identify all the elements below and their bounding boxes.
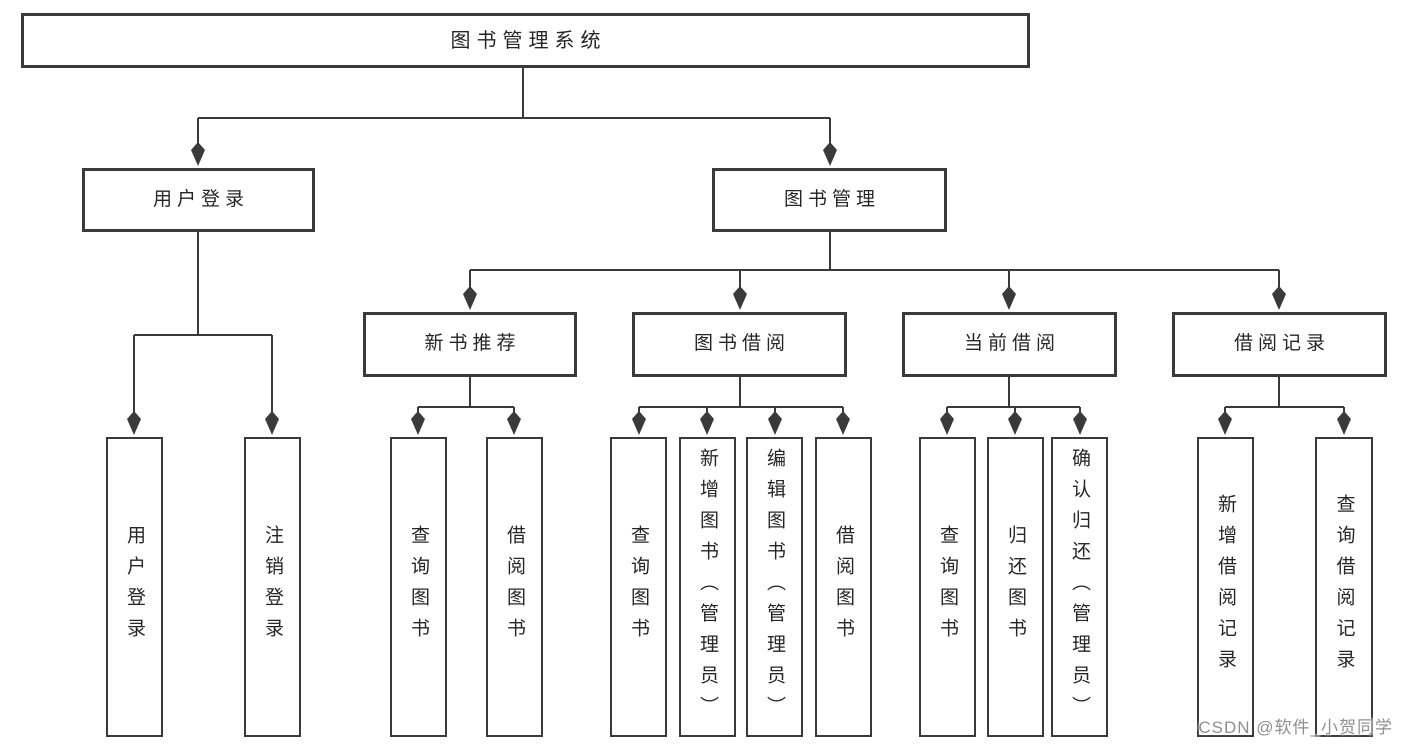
- node-label: 新增借阅记录: [1215, 494, 1236, 680]
- watermark: CSDN @软件_小贺同学: [1198, 718, 1393, 737]
- arrowhead-icon: [1002, 286, 1016, 310]
- node-label: 查询图书: [628, 525, 649, 649]
- connector-root-to-level2: [197, 68, 831, 148]
- arrowhead-icon: [1073, 411, 1087, 435]
- leaf-add-books-admin: 新增图书（管理员）: [679, 437, 736, 737]
- leaf-confirm-return-admin: 确认归还（管理员）: [1051, 437, 1108, 737]
- connector-newbook-to-leaves: [417, 377, 515, 417]
- node-user-login: 用户登录: [82, 168, 315, 232]
- leaf-return-books: 归还图书: [987, 437, 1044, 737]
- leaf-edit-books-admin: 编辑图书（管理员）: [746, 437, 803, 737]
- node-label: 当前借阅: [963, 333, 1060, 355]
- node-label: 用户登录: [152, 188, 249, 210]
- node-label: 图书管理: [783, 188, 880, 210]
- leaf-query-books-recommend: 查询图书: [390, 437, 447, 737]
- node-label: 借阅图书: [833, 525, 854, 649]
- connector-userlogin-to-leaves: [133, 232, 273, 417]
- node-label: 归还图书: [1005, 525, 1026, 649]
- leaf-borrow-books-borrowing: 借阅图书: [815, 437, 872, 737]
- node-label: 新书推荐: [424, 333, 521, 355]
- arrowheads: [127, 142, 1351, 435]
- arrowhead-icon: [700, 411, 714, 435]
- connector-bookmgmt-to-level3: [469, 232, 1280, 292]
- node-label: 新增图书（管理员）: [697, 447, 718, 727]
- node-new-book-recommendation: 新书推荐: [363, 312, 577, 377]
- node-book-management: 图书管理: [712, 168, 947, 232]
- node-library-system: 图书管理系统: [21, 13, 1030, 68]
- leaf-user-login: 用户登录: [106, 437, 163, 737]
- node-label: 编辑图书（管理员）: [764, 447, 785, 727]
- node-book-borrowing: 图书借阅: [632, 312, 847, 377]
- arrowhead-icon: [127, 411, 141, 435]
- arrowhead-icon: [1272, 286, 1286, 310]
- node-borrowing-records: 借阅记录: [1172, 312, 1387, 377]
- node-label: 注销登录: [262, 525, 283, 649]
- arrowhead-icon: [632, 411, 646, 435]
- arrowhead-icon: [823, 142, 837, 166]
- node-label: 查询借阅记录: [1333, 494, 1355, 680]
- connector-borrowrecords-to-leaves: [1224, 377, 1345, 417]
- leaf-query-books-current: 查询图书: [919, 437, 976, 737]
- node-current-borrowing: 当前借阅: [902, 312, 1117, 377]
- node-label: 图书借阅: [693, 333, 790, 355]
- leaf-query-books-borrowing: 查询图书: [610, 437, 667, 737]
- arrowhead-icon: [191, 142, 205, 166]
- node-label: 借阅记录: [1233, 333, 1330, 355]
- arrowhead-icon: [1008, 411, 1022, 435]
- arrowhead-icon: [463, 286, 477, 310]
- node-label: 查询图书: [408, 525, 429, 649]
- leaf-add-borrow-record: 新增借阅记录: [1197, 437, 1254, 737]
- arrowhead-icon: [940, 411, 954, 435]
- arrowhead-icon: [768, 411, 782, 435]
- arrowhead-icon: [836, 411, 850, 435]
- leaf-query-borrow-record: 查询借阅记录: [1315, 437, 1373, 737]
- arrowhead-icon: [507, 411, 521, 435]
- node-label: 用户登录: [124, 525, 145, 649]
- arrowhead-icon: [1218, 411, 1232, 435]
- node-label: 图书管理系统: [450, 29, 607, 52]
- arrowhead-icon: [733, 286, 747, 310]
- connector-currentborrow-to-leaves: [946, 377, 1081, 417]
- leaf-borrow-books-recommend: 借阅图书: [486, 437, 543, 737]
- node-label: 确认归还（管理员）: [1069, 447, 1090, 727]
- connector-bookborrow-to-leaves: [638, 377, 844, 417]
- arrowhead-icon: [265, 411, 279, 435]
- leaf-logout: 注销登录: [244, 437, 301, 737]
- node-label: 借阅图书: [504, 525, 525, 649]
- arrowhead-icon: [411, 411, 425, 435]
- arrowhead-icon: [1337, 411, 1351, 435]
- node-label: 查询图书: [937, 525, 958, 649]
